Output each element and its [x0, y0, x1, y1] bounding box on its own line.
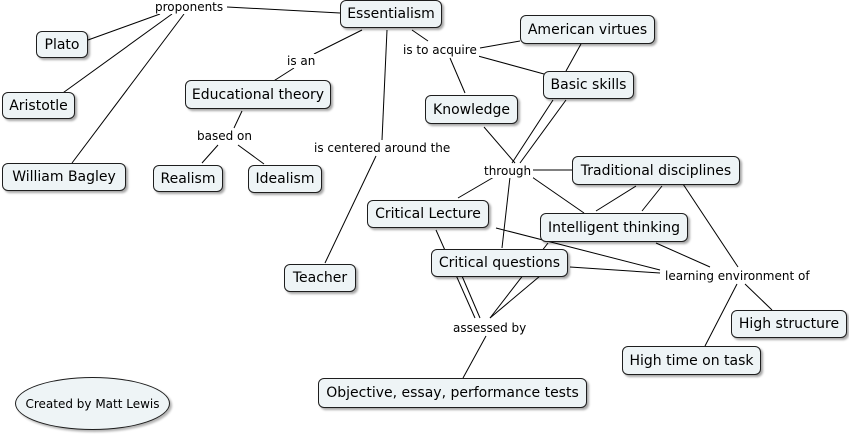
link-label-based-on: based on	[195, 129, 254, 143]
concept-plato[interactable]: Plato	[36, 31, 88, 58]
concept-realism[interactable]: Realism	[153, 165, 223, 192]
concept-teacher[interactable]: Teacher	[284, 264, 356, 292]
concept-basic-skills[interactable]: Basic skills	[543, 71, 634, 99]
link-label-is-centered-around-the: is centered around the	[312, 141, 453, 155]
link-label-proponents: proponents	[153, 0, 226, 14]
link-label-assessed-by: assessed by	[451, 321, 529, 335]
link-label-is-an: is an	[285, 54, 318, 68]
concept-high-structure[interactable]: High structure	[731, 310, 847, 338]
concept-knowledge[interactable]: Knowledge	[425, 95, 518, 124]
concept-idealism[interactable]: Idealism	[248, 165, 322, 193]
concept-educational-theory[interactable]: Educational theory	[185, 80, 331, 109]
concept-intelligent-thinking[interactable]: Intelligent thinking	[540, 213, 688, 242]
link-label-through: through	[482, 164, 534, 178]
concept-high-time-on-task[interactable]: High time on task	[622, 346, 761, 375]
credit-ellipse: Created by Matt Lewis	[15, 377, 170, 430]
concept-critical-lecture[interactable]: Critical Lecture	[367, 200, 489, 228]
concept-aristotle[interactable]: Aristotle	[2, 92, 75, 119]
link-label-learning-environment-of: learning environment of	[663, 269, 812, 283]
concept-essentialism[interactable]: Essentialism	[340, 0, 442, 28]
concept-critical-questions[interactable]: Critical questions	[431, 249, 568, 277]
concept-objective-essay-performance-tests[interactable]: Objective, essay, performance tests	[318, 378, 587, 408]
credit-text: Created by Matt Lewis	[25, 396, 160, 411]
concept-william-bagley[interactable]: William Bagley	[2, 163, 126, 191]
concept-traditional-disciplines[interactable]: Traditional disciplines	[572, 156, 740, 185]
link-label-is-to-acquire: is to acquire	[401, 43, 479, 57]
concept-american-virtues[interactable]: American virtues	[520, 15, 655, 44]
